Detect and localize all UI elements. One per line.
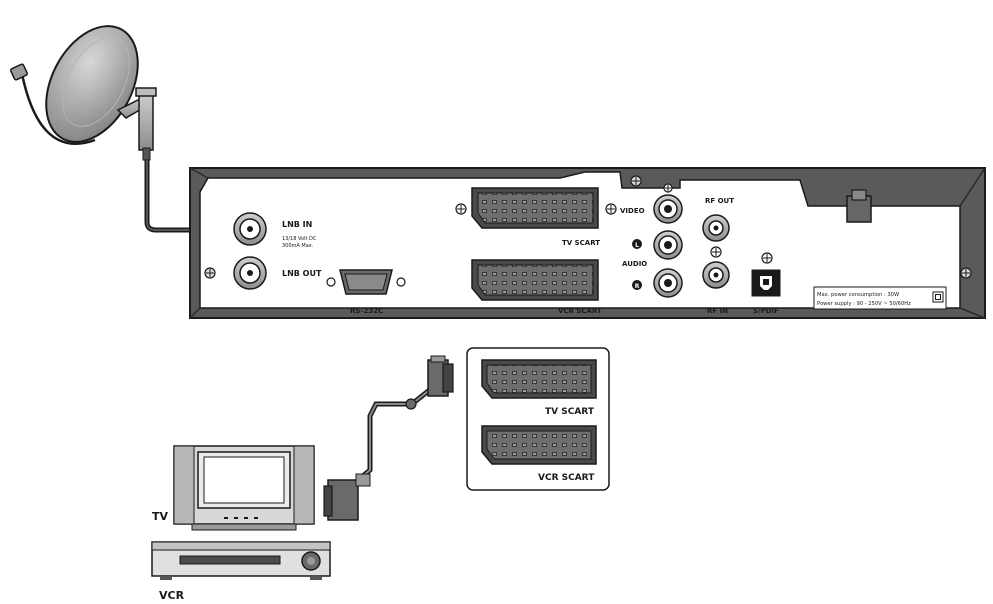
audio-left-letter: L [635, 242, 639, 249]
vcr-deck [151, 541, 331, 580]
vcr-scart-port [471, 259, 599, 301]
tv-scart-label: TV SCART [562, 239, 600, 247]
power-consumption-text: Max. power consumption : 30W [817, 292, 899, 298]
lnb-out-port [233, 256, 267, 290]
callout-tv-scart-port [481, 359, 597, 399]
spdif-label: S/PDIF [753, 307, 779, 315]
rf-out-port [702, 214, 730, 242]
mounting-bracket [846, 195, 872, 223]
audio-label: AUDIO [622, 260, 647, 268]
rf-out-label: RF OUT [705, 197, 734, 205]
double-insulation-icon [932, 291, 944, 303]
scart-callout-box: TV SCART VCR SCART [466, 347, 610, 491]
rf-in-label: RF IN [707, 307, 728, 315]
lnb-in-label: LNB IN [282, 220, 312, 229]
lnb-spec-line2: 300mA Max. [282, 243, 314, 249]
callout-tv-scart-label: TV SCART [545, 407, 595, 417]
tv-set [173, 445, 315, 531]
satellite-dish [10, 25, 157, 161]
screw-icon [663, 183, 673, 193]
video-rca-port [653, 194, 683, 224]
receiver-rear-panel: LNB IN 13/18 Volt DC 300mA Max. LNB OUT … [189, 167, 986, 319]
vcr-scart-label: VCR SCART [558, 307, 602, 315]
scart-plug-lower [323, 473, 371, 521]
audio-right-rca-port [653, 268, 683, 298]
screw-icon [204, 267, 216, 279]
lnb-out-label: LNB OUT [282, 269, 322, 278]
rs232c-label: RS-232C [350, 307, 383, 315]
video-label: VIDEO [620, 207, 645, 215]
callout-vcr-scart-port [481, 425, 597, 465]
lnb-spec-line1: 13/18 Volt DC [282, 236, 317, 242]
tv-scart-port [471, 187, 599, 229]
screw-icon [455, 203, 467, 215]
audio-left-badge: L [632, 239, 642, 249]
scart-plug-upper [427, 355, 454, 397]
vcr-label: VCR [159, 589, 185, 602]
screw-icon [710, 246, 722, 258]
screw-icon [761, 252, 773, 264]
audio-right-badge: R [632, 280, 642, 290]
scart-cable [323, 355, 454, 521]
rf-in-port [702, 261, 730, 289]
lnb-in-port [233, 212, 267, 246]
spdif-port [751, 269, 781, 297]
audio-right-letter: R [635, 283, 640, 290]
rs232c-port [326, 269, 406, 295]
audio-left-rca-port [653, 230, 683, 260]
tv-label: TV [152, 510, 169, 523]
callout-vcr-scart-label: VCR SCART [538, 473, 595, 483]
power-supply-text: Power supply : 90 - 250V ~ 50/60Hz [817, 301, 911, 307]
screw-icon [630, 175, 642, 187]
power-info-box: Max. power consumption : 30W Power suppl… [813, 286, 947, 310]
screw-icon [605, 203, 617, 215]
screw-icon [960, 267, 972, 279]
